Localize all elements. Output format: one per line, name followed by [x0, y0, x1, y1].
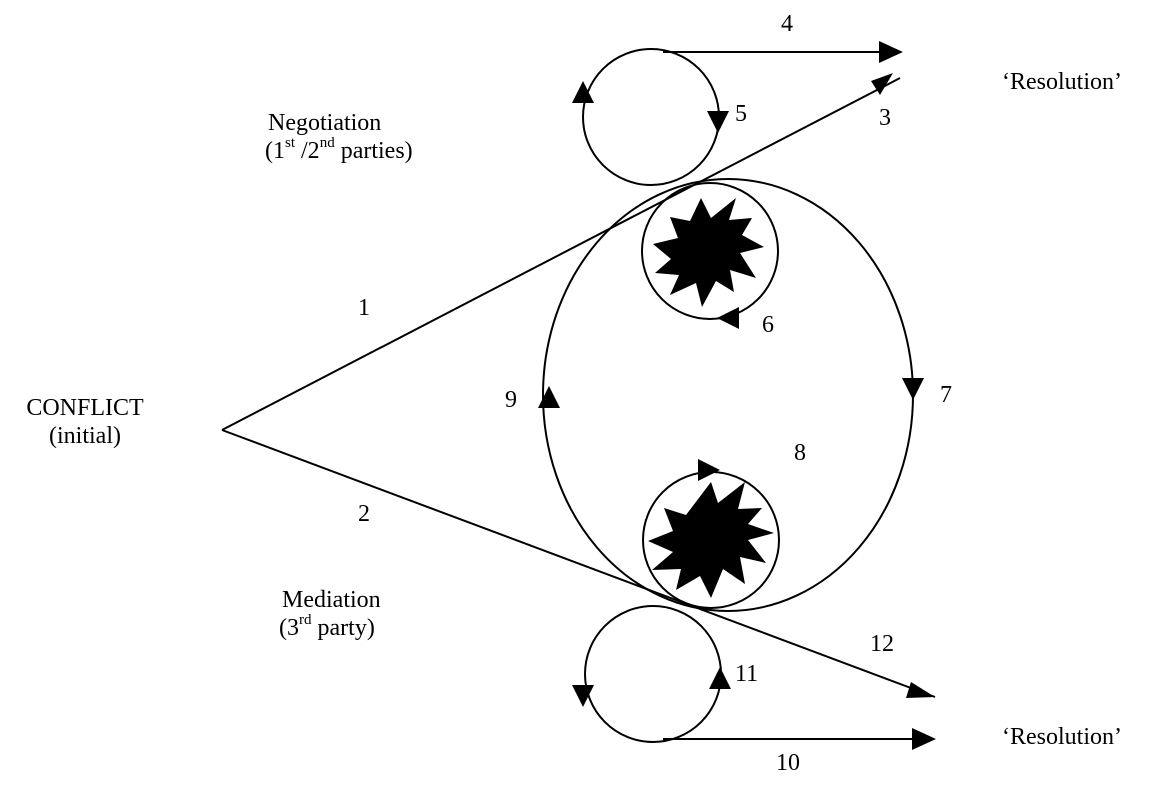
conflict-subtitle: (initial) — [49, 423, 121, 449]
path-label-6: 6 — [762, 312, 774, 338]
negotiation-subtitle: (1st /2nd parties) — [265, 135, 413, 165]
mediation-title: Mediation — [282, 587, 381, 613]
conflict-title: CONFLICT — [26, 395, 144, 421]
path-label-2: 2 — [358, 501, 370, 527]
arrowhead-loop-top — [572, 81, 594, 103]
arrowhead-12 — [906, 682, 935, 698]
arrowhead-9 — [538, 386, 560, 408]
arrowhead-loop-bottom — [572, 685, 594, 707]
negotiation-loop — [582, 48, 720, 186]
upper-conflict-burst — [653, 198, 764, 307]
arrowhead-5 — [707, 111, 729, 133]
upper-conflict-circle — [641, 182, 779, 320]
mediation-label: Mediation (3rd party) — [279, 586, 381, 642]
path-label-5: 5 — [735, 101, 747, 127]
arrowhead-3 — [871, 73, 893, 95]
path-1-line — [221, 77, 901, 431]
path-2-line — [221, 429, 936, 698]
arrowhead-8 — [698, 459, 720, 481]
path-label-1: 1 — [358, 295, 370, 321]
arrowhead-7 — [902, 378, 924, 400]
path-label-12: 12 — [870, 631, 894, 657]
path-label-9: 9 — [505, 387, 517, 413]
arrowhead-11 — [709, 667, 731, 689]
path-label-4: 4 — [781, 11, 793, 37]
path-label-11: 11 — [735, 661, 759, 687]
path-label-8: 8 — [794, 440, 806, 466]
arrowhead-4 — [879, 41, 903, 63]
arrowhead-6 — [717, 307, 739, 329]
mediation-subtitle: (3rd party) — [279, 612, 375, 642]
path-label-7: 7 — [940, 382, 952, 408]
arrowhead-10 — [912, 728, 936, 750]
path-label-10: 10 — [776, 750, 800, 776]
conflict-node-label: CONFLICT (initial) — [5, 394, 165, 450]
resolution-label-bottom: ‘Resolution’ — [1002, 724, 1122, 750]
mediation-loop — [584, 605, 722, 743]
lower-conflict-burst — [648, 482, 774, 598]
resolution-label-top: ‘Resolution’ — [1002, 69, 1122, 95]
negotiation-label: Negotiation (1st /2nd parties) — [265, 109, 413, 165]
negotiation-title: Negotiation — [268, 110, 382, 136]
path-label-3: 3 — [879, 105, 891, 131]
